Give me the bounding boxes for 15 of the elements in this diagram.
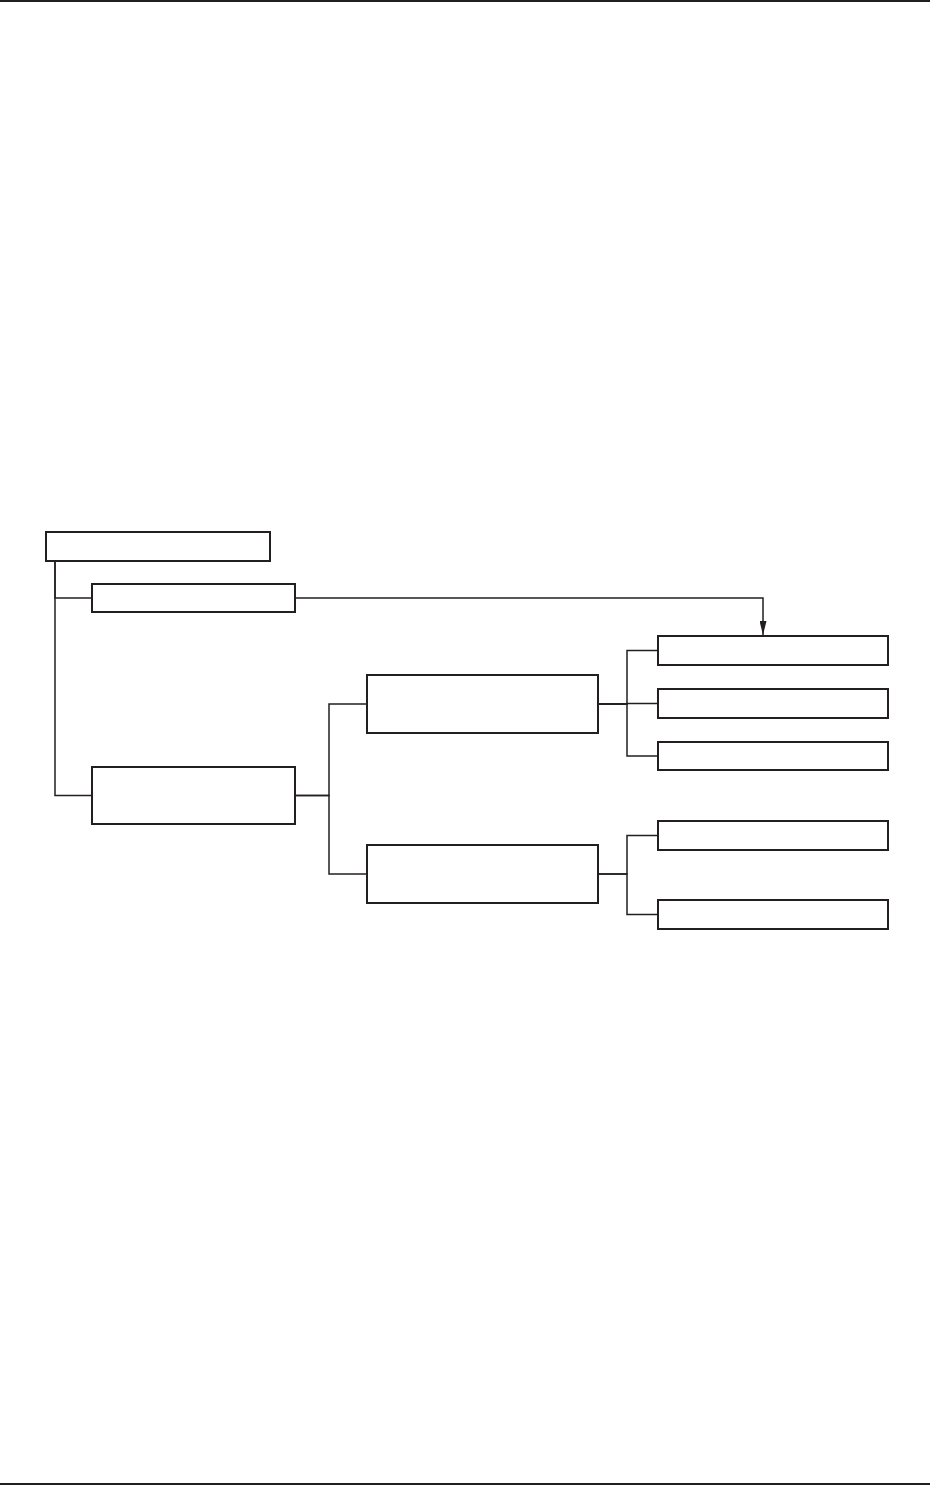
arrow [295, 597, 767, 636]
empty-box [657, 635, 889, 666]
empty-box [91, 766, 296, 825]
empty-box [91, 583, 296, 613]
connector-line [54, 561, 92, 797]
empty-box [366, 674, 599, 734]
empty-box [657, 688, 889, 719]
connector-line [598, 873, 658, 916]
empty-box [366, 844, 599, 904]
connector-line [598, 703, 658, 757]
empty-box [657, 899, 889, 930]
connector-line [295, 794, 367, 875]
empty-box [657, 741, 889, 771]
empty-box [657, 820, 889, 851]
empty-box [45, 531, 271, 562]
